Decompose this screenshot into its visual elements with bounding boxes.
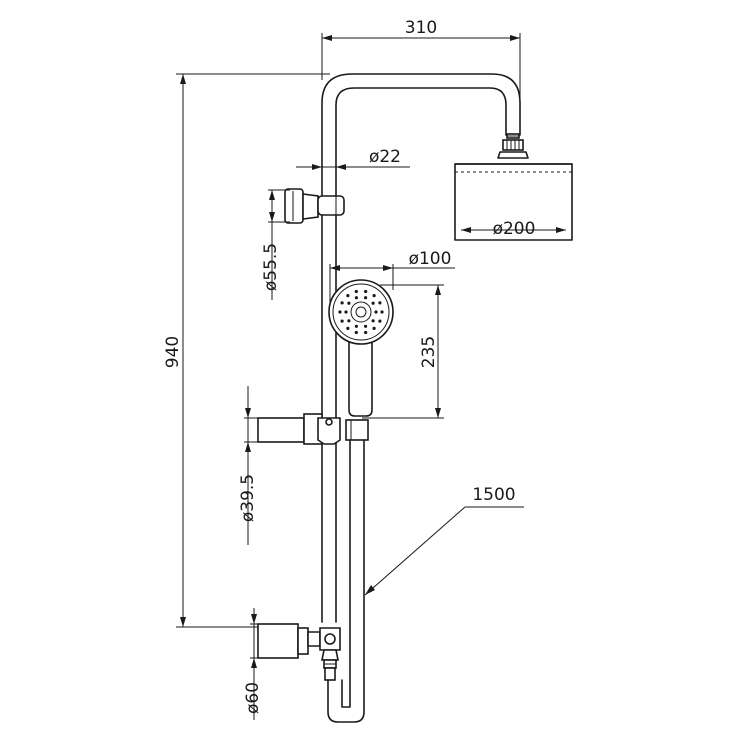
handheld-length-label: 235	[419, 336, 439, 368]
dim-pipe-diameter: ø22	[296, 147, 410, 170]
nozzle-dot	[340, 319, 344, 323]
nozzle-dot	[354, 289, 358, 294]
nozzle-dot	[364, 330, 368, 335]
nozzle-dot	[364, 296, 368, 300]
nozzle-dot	[378, 301, 382, 305]
nozzle-dot	[354, 296, 358, 300]
nozzle-dot	[364, 289, 368, 294]
head-diameter-label: ø200	[493, 219, 536, 239]
nozzle-dot	[364, 324, 368, 328]
shower-hose: 1500	[327, 439, 524, 723]
nozzle-dot	[380, 310, 384, 314]
dim-overall-width: 310	[321, 18, 521, 110]
nozzle-pattern	[338, 289, 384, 335]
hose-length-label: 1500	[472, 485, 515, 505]
nozzle-dot	[344, 310, 348, 314]
holder-diameter-label: ø55.5	[261, 243, 281, 291]
overhead-shower-head: ø200	[454, 133, 573, 241]
slider-bracket: ø39.5	[238, 386, 369, 545]
nozzle-dot	[374, 310, 378, 314]
total-height-label: 940	[163, 336, 183, 368]
nozzle-dot	[346, 294, 350, 298]
handheld-diameter-label: ø100	[409, 249, 452, 269]
nozzle-dot	[338, 310, 342, 314]
nozzle-dot	[371, 319, 375, 323]
diverter-valve: ø60	[243, 608, 341, 720]
nozzle-dot	[347, 301, 351, 305]
nozzle-dot	[371, 301, 375, 305]
nozzle-dot	[372, 294, 376, 298]
nozzle-dot	[378, 319, 382, 323]
nozzle-dot	[347, 319, 351, 323]
nozzle-dot	[372, 326, 376, 330]
nozzle-dot	[354, 330, 358, 335]
dim-total-height: 940	[163, 73, 330, 628]
nozzle-dot	[354, 324, 358, 328]
shower-arm	[321, 73, 521, 206]
nozzle-dot	[340, 301, 344, 305]
upper-holder: ø55.5	[261, 188, 345, 300]
overall-width-label: 310	[405, 18, 437, 38]
slider-diameter-label: ø39.5	[238, 474, 258, 522]
nozzle-dot	[346, 326, 350, 330]
hand-shower: ø100 235	[328, 249, 455, 419]
pipe-diameter-label: ø22	[369, 147, 401, 167]
inlet-diameter-label: ø60	[243, 682, 263, 714]
